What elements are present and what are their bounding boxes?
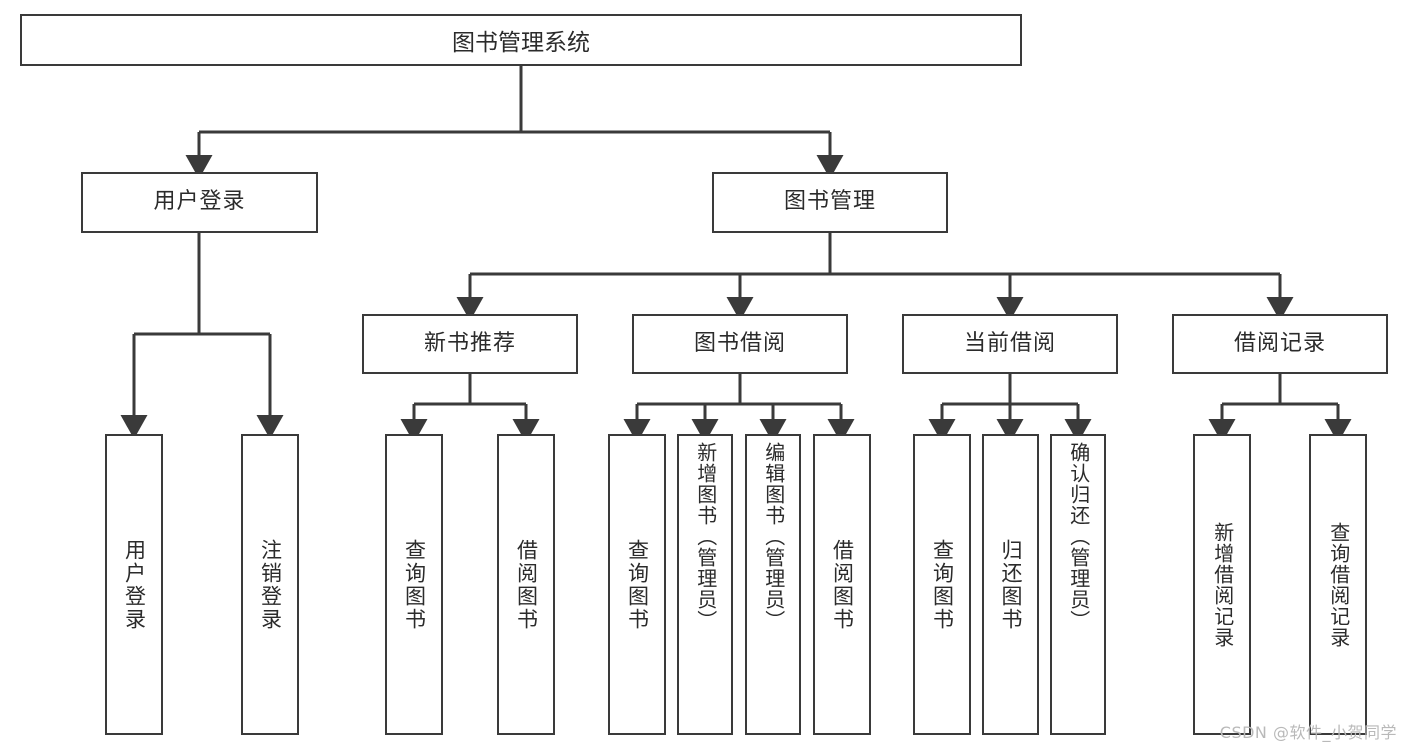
node-book-borrow[interactable]: 图书借阅 [632,314,848,374]
leaf-borrow-edit-book[interactable]: 编辑图书（管理员） [745,434,801,735]
leaf-new-book-borrow[interactable]: 借阅图书 [497,434,555,735]
leaf-borrow-borrow-book[interactable]: 借阅图书 [813,434,871,735]
leaf-borrow-query-book[interactable]: 查询图书 [608,434,666,735]
node-current-borrow[interactable]: 当前借阅 [902,314,1118,374]
leaf-label: 编辑图书（管理员） [761,442,786,631]
leaf-record-add[interactable]: 新增借阅记录 [1193,434,1251,735]
leaf-label: 查询图书 [625,538,650,631]
leaf-label: 归还图书 [998,538,1023,631]
leaf-label: 注销登录 [258,538,283,631]
watermark-text: CSDN @软件_小贺同学 [1219,723,1397,742]
leaf-current-return-book[interactable]: 归还图书 [982,434,1039,735]
node-user-login[interactable]: 用户登录 [81,172,318,233]
leaf-current-confirm-return[interactable]: 确认归还（管理员） [1050,434,1106,735]
node-new-book-recommend[interactable]: 新书推荐 [362,314,578,374]
node-label: 当前借阅 [963,330,1056,356]
leaf-user-login-login[interactable]: 用户登录 [105,434,163,735]
leaf-label: 查询图书 [402,538,427,631]
node-label: 图书管理系统 [452,30,590,56]
leaf-current-query-book[interactable]: 查询图书 [913,434,971,735]
leaf-record-query[interactable]: 查询借阅记录 [1309,434,1367,735]
leaf-label: 新增图书（管理员） [693,442,718,631]
node-root-system[interactable]: 图书管理系统 [20,14,1022,66]
leaf-label: 确认归还（管理员） [1066,442,1091,631]
leaf-label: 借阅图书 [830,538,855,631]
leaf-label: 借阅图书 [514,538,539,631]
node-label: 新书推荐 [423,330,516,356]
leaf-borrow-add-book[interactable]: 新增图书（管理员） [677,434,733,735]
node-label: 借阅记录 [1233,330,1326,356]
node-book-management[interactable]: 图书管理 [712,172,948,233]
node-label: 用户登录 [153,189,246,215]
leaf-user-login-logout[interactable]: 注销登录 [241,434,299,735]
leaf-label: 查询借阅记录 [1326,521,1351,648]
node-label: 图书借阅 [693,330,786,356]
node-label: 图书管理 [783,189,876,215]
node-borrow-record[interactable]: 借阅记录 [1172,314,1388,374]
leaf-label: 新增借阅记录 [1210,521,1235,648]
leaf-label: 用户登录 [122,538,147,631]
leaf-label: 查询图书 [930,538,955,631]
leaf-new-book-query[interactable]: 查询图书 [385,434,443,735]
